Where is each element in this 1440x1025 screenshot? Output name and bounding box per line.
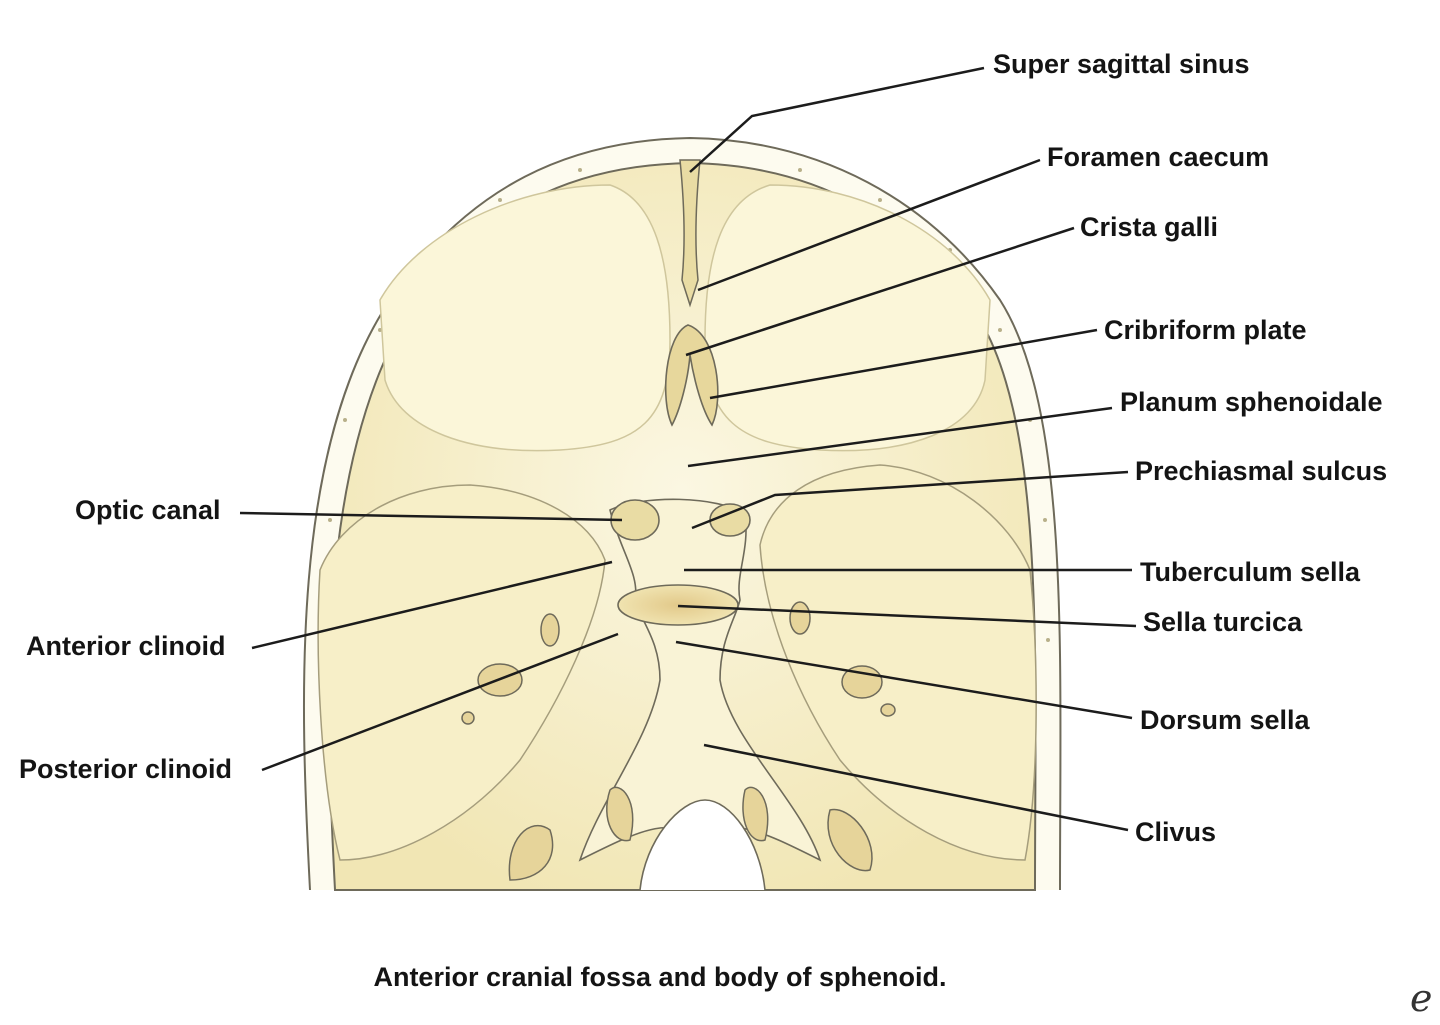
anterior-fossa-right xyxy=(704,184,991,452)
middle-fossa-left xyxy=(317,484,606,861)
label-super-sagittal-sinus: Super sagittal sinus xyxy=(993,49,1250,79)
optic-canal-right-shape xyxy=(709,503,751,537)
label-sella-turcica: Sella turcica xyxy=(1143,607,1303,637)
sella-turcica-shape xyxy=(617,584,739,626)
foramen-magnum-edge xyxy=(639,799,766,891)
leader-posterior-clinoid xyxy=(261,632,619,772)
label-optic-canal: Optic canal xyxy=(75,495,221,525)
label-posterior-clinoid: Posterior clinoid xyxy=(19,754,233,784)
label-cribriform-plate: Cribriform plate xyxy=(1104,315,1307,345)
figure-caption: Anterior cranial fossa and body of sphen… xyxy=(373,962,947,992)
anterior-fossa-left xyxy=(379,184,671,452)
middle-fossa-right xyxy=(759,464,1037,861)
leader-crista-galli xyxy=(685,226,1075,357)
label-dorsum-sella: Dorsum sella xyxy=(1140,705,1310,735)
leader-foramen-caecum xyxy=(697,158,1041,292)
leader-prechiasmal-sulcus xyxy=(691,470,1129,530)
label-crista-galli: Crista galli xyxy=(1080,212,1219,242)
leader-optic-canal xyxy=(239,511,623,522)
label-anterior-clinoid: Anterior clinoid xyxy=(26,631,226,661)
leader-anterior-clinoid xyxy=(251,560,613,650)
label-foramen-caecum: Foramen caecum xyxy=(1047,142,1270,172)
leader-dorsum-sella xyxy=(675,640,1133,720)
sagittal-groove xyxy=(679,159,701,308)
leader-cribriform-plate xyxy=(709,328,1098,400)
label-prechiasmal-sulcus: Prechiasmal sulcus xyxy=(1135,456,1388,486)
label-planum-sphenoidale: Planum sphenoidale xyxy=(1120,387,1383,417)
corner-logo-icon: ℯ xyxy=(1410,976,1433,1020)
leader-lines xyxy=(239,66,1137,832)
leader-clivus xyxy=(703,743,1129,832)
leader-super-sagittal-sinus xyxy=(689,66,985,173)
label-tuberculum-sella: Tuberculum sella xyxy=(1140,557,1361,587)
leader-sella-turcica xyxy=(677,604,1137,628)
leader-planum-sphenoidale xyxy=(687,406,1113,468)
label-clivus: Clivus xyxy=(1135,817,1217,847)
